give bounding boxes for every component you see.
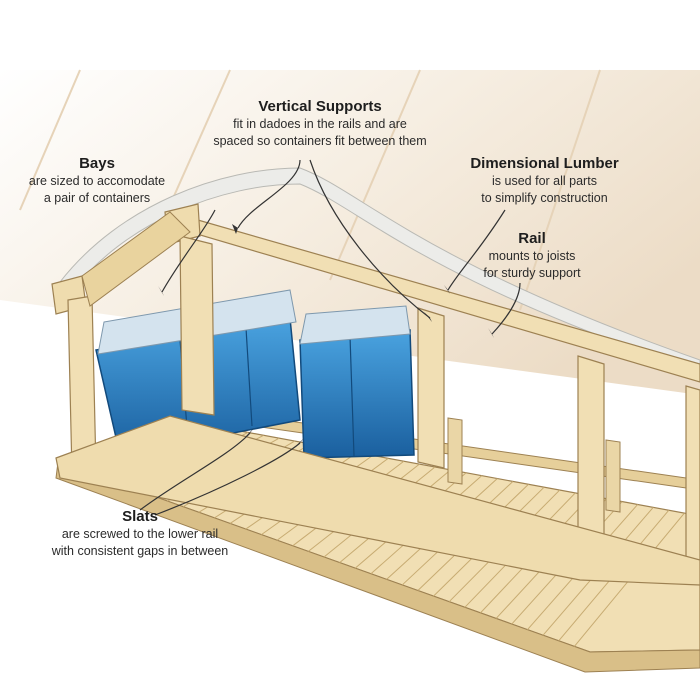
ceiling-joist-strip <box>59 167 700 373</box>
callout-line: are screwed to the lower rail <box>61 527 219 541</box>
callout-line: are sized to accomodate <box>28 174 166 188</box>
callout-title: Dimensional Lumber <box>470 155 619 172</box>
callout-line: for sturdy support <box>483 266 581 280</box>
callout-line: mounts to joists <box>488 249 576 263</box>
callout-line: to simplify construction <box>481 191 608 205</box>
callout-slats: Slats are screwed to the lower rail with… <box>25 508 255 560</box>
callout-line: is used for all parts <box>492 174 597 188</box>
callout-line: spaced so containers fit between them <box>213 134 427 148</box>
callout-title: Slats <box>122 508 158 525</box>
storage-container-2 <box>299 305 415 459</box>
callout-line: fit in dadoes in the rails and are <box>233 117 407 131</box>
callout-line: a pair of containers <box>43 191 151 205</box>
callout-rail: Rail mounts to joists for sturdy support <box>452 230 612 282</box>
callout-title: Rail <box>518 230 546 247</box>
leader-lines <box>139 159 521 516</box>
callout-title: Vertical Supports <box>258 98 382 115</box>
callout-title: Bays <box>79 155 115 172</box>
callout-bays: Bays are sized to accomodate a pair of c… <box>12 155 182 207</box>
callout-vertical-supports: Vertical Supports fit in dadoes in the r… <box>185 98 455 150</box>
callout-dimensional-lumber: Dimensional Lumber is used for all parts… <box>442 155 647 207</box>
callout-line: with consistent gaps in between <box>51 544 229 558</box>
leader-arrowheads <box>158 224 494 447</box>
front-frame <box>51 203 700 586</box>
